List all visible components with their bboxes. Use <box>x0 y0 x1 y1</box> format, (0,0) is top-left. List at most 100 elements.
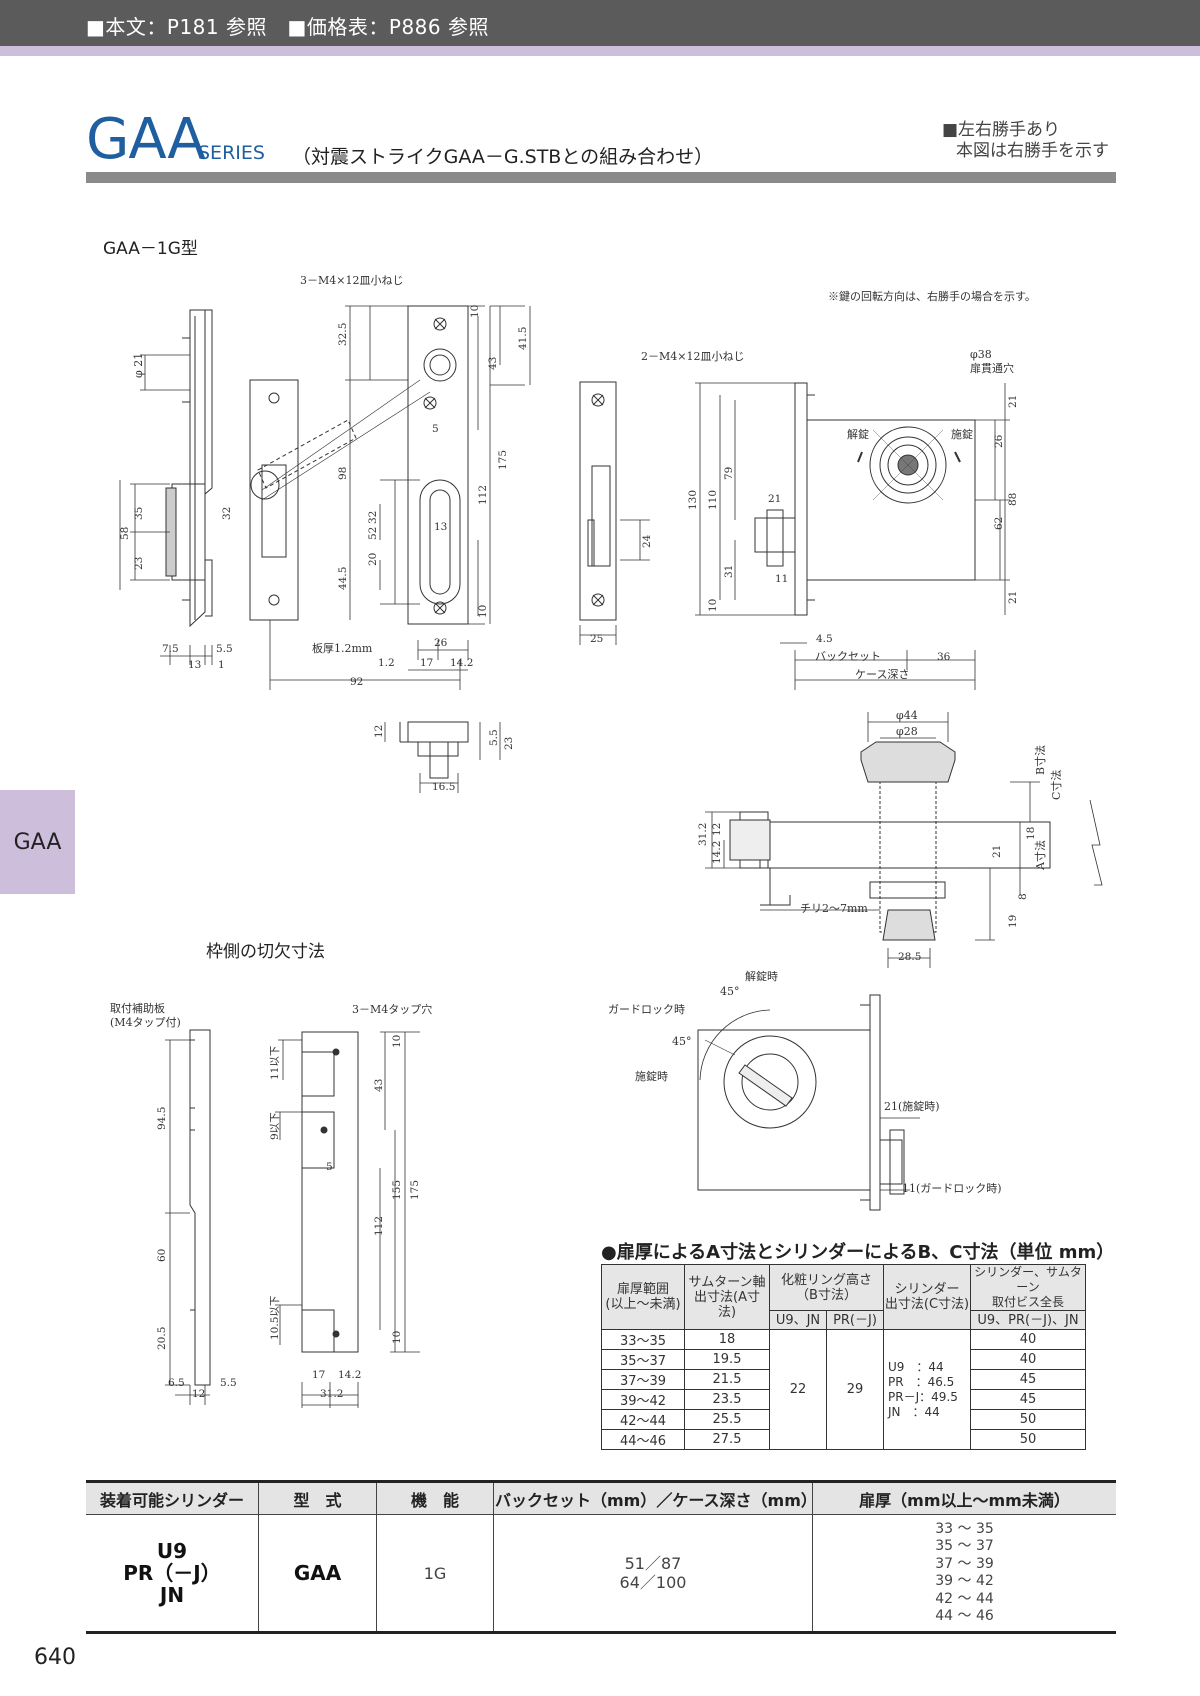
dimension-value: 19 <box>1007 915 1019 928</box>
dim-header-cyl: シリンダー 出寸法(C寸法) <box>883 1264 971 1330</box>
dimension-value: 94.5 <box>156 1107 168 1130</box>
dimension-value: 23 <box>133 557 145 570</box>
spec-backset-51: 51／87 <box>624 1554 682 1573</box>
dimension-value: 31.2 <box>320 1388 343 1400</box>
dim-door: 39～42 <box>601 1389 685 1410</box>
spec-cylinder-u9: U9 <box>156 1539 188 1563</box>
face-plate-view <box>407 305 469 625</box>
spec-cylinder-pr: PR（－J） <box>123 1561 221 1585</box>
spec-model: GAA <box>258 1514 377 1634</box>
reference-text: ■本文：P181 参照 ■価格表：P886 参照 <box>86 15 489 39</box>
spec-cylinders: U9 PR（－J） JN <box>86 1514 259 1634</box>
dimension-value: 175 <box>497 450 509 470</box>
dim-door: 35～37 <box>601 1349 685 1370</box>
section-view <box>384 721 501 793</box>
thumbturn-rotation-view <box>697 994 905 1211</box>
spec-thickness-item: 39 ～ 42 <box>935 1573 994 1589</box>
dimension-value: 4.5 <box>816 633 833 645</box>
dim-a: 19.5 <box>684 1349 770 1370</box>
dimension-value: 110 <box>707 490 719 510</box>
spec-table: 装着可能シリンダー 型 式 機 能 バックセット（mm）／ケース深さ（mm） 扉… <box>86 1480 1116 1634</box>
label-case-depth: ケース深さ <box>855 668 909 681</box>
dim-cyl-prj: PR－J：49.5 <box>888 1389 958 1404</box>
dim-a: 25.5 <box>684 1409 770 1430</box>
lock-case-dims <box>695 382 1010 690</box>
cylinder-dims <box>705 712 1103 968</box>
dimension-value: 7.5 <box>162 643 179 655</box>
dim-table: 扉厚範囲 (以上～未満) サムターン軸 出寸法(A寸法) 化粧リング高さ （B寸… <box>601 1264 1086 1450</box>
label-locked-state: 施錠時 <box>635 1069 668 1083</box>
dimension-value: 155 <box>391 1180 403 1200</box>
dimension-value: 10 <box>477 605 489 618</box>
spec-thickness: 33 ～ 35 35 ～ 37 37 ～ 39 39 ～ 42 42 ～ 44 … <box>812 1514 1116 1634</box>
hand-note-line1: ■左右勝手あり <box>942 120 1061 140</box>
dimension-value: 11以下 <box>269 1046 281 1080</box>
dimension-value: 10 <box>391 1035 403 1048</box>
dimension-value: 130 <box>687 490 699 510</box>
hand-note: ■左右勝手あり 本図は右勝手を示す <box>942 120 1109 162</box>
dim-screw: 45 <box>970 1389 1086 1410</box>
dim-cyl-pr: PR ：46.5 <box>888 1374 955 1389</box>
spec-cylinder-jn: JN <box>159 1583 185 1607</box>
dimension-value: 88 <box>1007 493 1019 506</box>
dim-screw: 50 <box>970 1429 1086 1450</box>
series-name: GAA <box>86 107 206 172</box>
dim-ring-pr: 29 <box>826 1329 884 1450</box>
dim-header-ring: 化粧リング高さ （B寸法） <box>769 1264 884 1311</box>
label-unlocked-state: 解錠時 <box>745 969 778 983</box>
dimension-value: 13 <box>434 521 447 533</box>
face-plate-dims <box>269 305 531 690</box>
dimension-value: 9以下 <box>269 1112 281 1140</box>
dim-header-door: 扉厚範囲 (以上～未満) <box>601 1264 685 1330</box>
dimension-value: 10 <box>469 305 481 318</box>
dimension-value: 14.2 <box>711 841 723 864</box>
dimension-value: 17 <box>420 657 433 669</box>
label-angle-45b: 45° <box>672 1035 692 1048</box>
dimension-value: 12 <box>373 725 385 738</box>
spec-function: 1G <box>376 1514 494 1634</box>
hand-note-line2: 本図は右勝手を示す <box>956 141 1109 161</box>
dimension-value: 21 <box>1007 395 1019 408</box>
dimension-value: 28.5 <box>898 951 921 963</box>
frame-cutout-dims <box>165 1031 420 1408</box>
label-screws-strike: 2－M4×12皿小ねじ <box>641 350 744 363</box>
dimension-value: 21 <box>991 845 1003 858</box>
label-backset: バックセット <box>815 650 881 663</box>
dim-a: 27.5 <box>684 1429 770 1450</box>
label-phi21: φ 21 <box>132 353 145 378</box>
label-angle-45a: 45° <box>720 985 740 998</box>
dim-screw: 45 <box>970 1369 1086 1390</box>
dimension-value: 79 <box>723 467 735 480</box>
dimension-value: 60 <box>156 1249 168 1262</box>
dimension-value: 62 <box>993 517 1005 530</box>
header-accent-line <box>0 46 1200 56</box>
dimension-value: 32 <box>221 507 233 520</box>
dim-ring-u9: 22 <box>769 1329 827 1450</box>
strike-plate-view <box>249 379 431 621</box>
dim-a: 18 <box>684 1329 770 1350</box>
thumbturn-dims <box>879 1108 920 1191</box>
spec-header-cylinder: 装着可能シリンダー <box>86 1480 259 1515</box>
label-mount-plate-sub: (M4タップ付) <box>110 1016 181 1029</box>
spec-thickness-item: 37 ～ 39 <box>935 1555 994 1572</box>
dimension-value: 32 <box>367 511 379 524</box>
dimension-value: 5.5 <box>216 643 233 655</box>
label-a-dim: A寸法 <box>1033 840 1047 871</box>
dimension-value: 31.2 <box>697 823 709 846</box>
dim-door: 37～39 <box>601 1369 685 1390</box>
dimension-value: 5.5 <box>488 729 500 746</box>
label-plate-thickness: 板厚1.2mm <box>312 641 373 655</box>
label-b-dim: B寸法 <box>1033 745 1047 775</box>
dimension-value: 43 <box>373 1079 385 1092</box>
dimension-value: 5.5 <box>220 1377 237 1389</box>
dimension-value: 20.5 <box>156 1327 168 1350</box>
dimension-value: 14.2 <box>338 1369 361 1381</box>
dim-header-screw-sub: U9、PR(－J)、JN <box>970 1310 1086 1330</box>
series-subtitle: （対震ストライクGAA－G.STBとの組み合わせ） <box>292 146 714 168</box>
dim-header-thumb: サムターン軸 出寸法(A寸法) <box>684 1264 770 1330</box>
spec-header-backset: バックセット（mm）／ケース深さ（mm） <box>493 1480 817 1515</box>
dimension-value: 58 <box>119 527 131 540</box>
dim-table-caption: ●扉厚によるA寸法とシリンダーによるB、C寸法（単位 mm） <box>601 1242 1115 1263</box>
